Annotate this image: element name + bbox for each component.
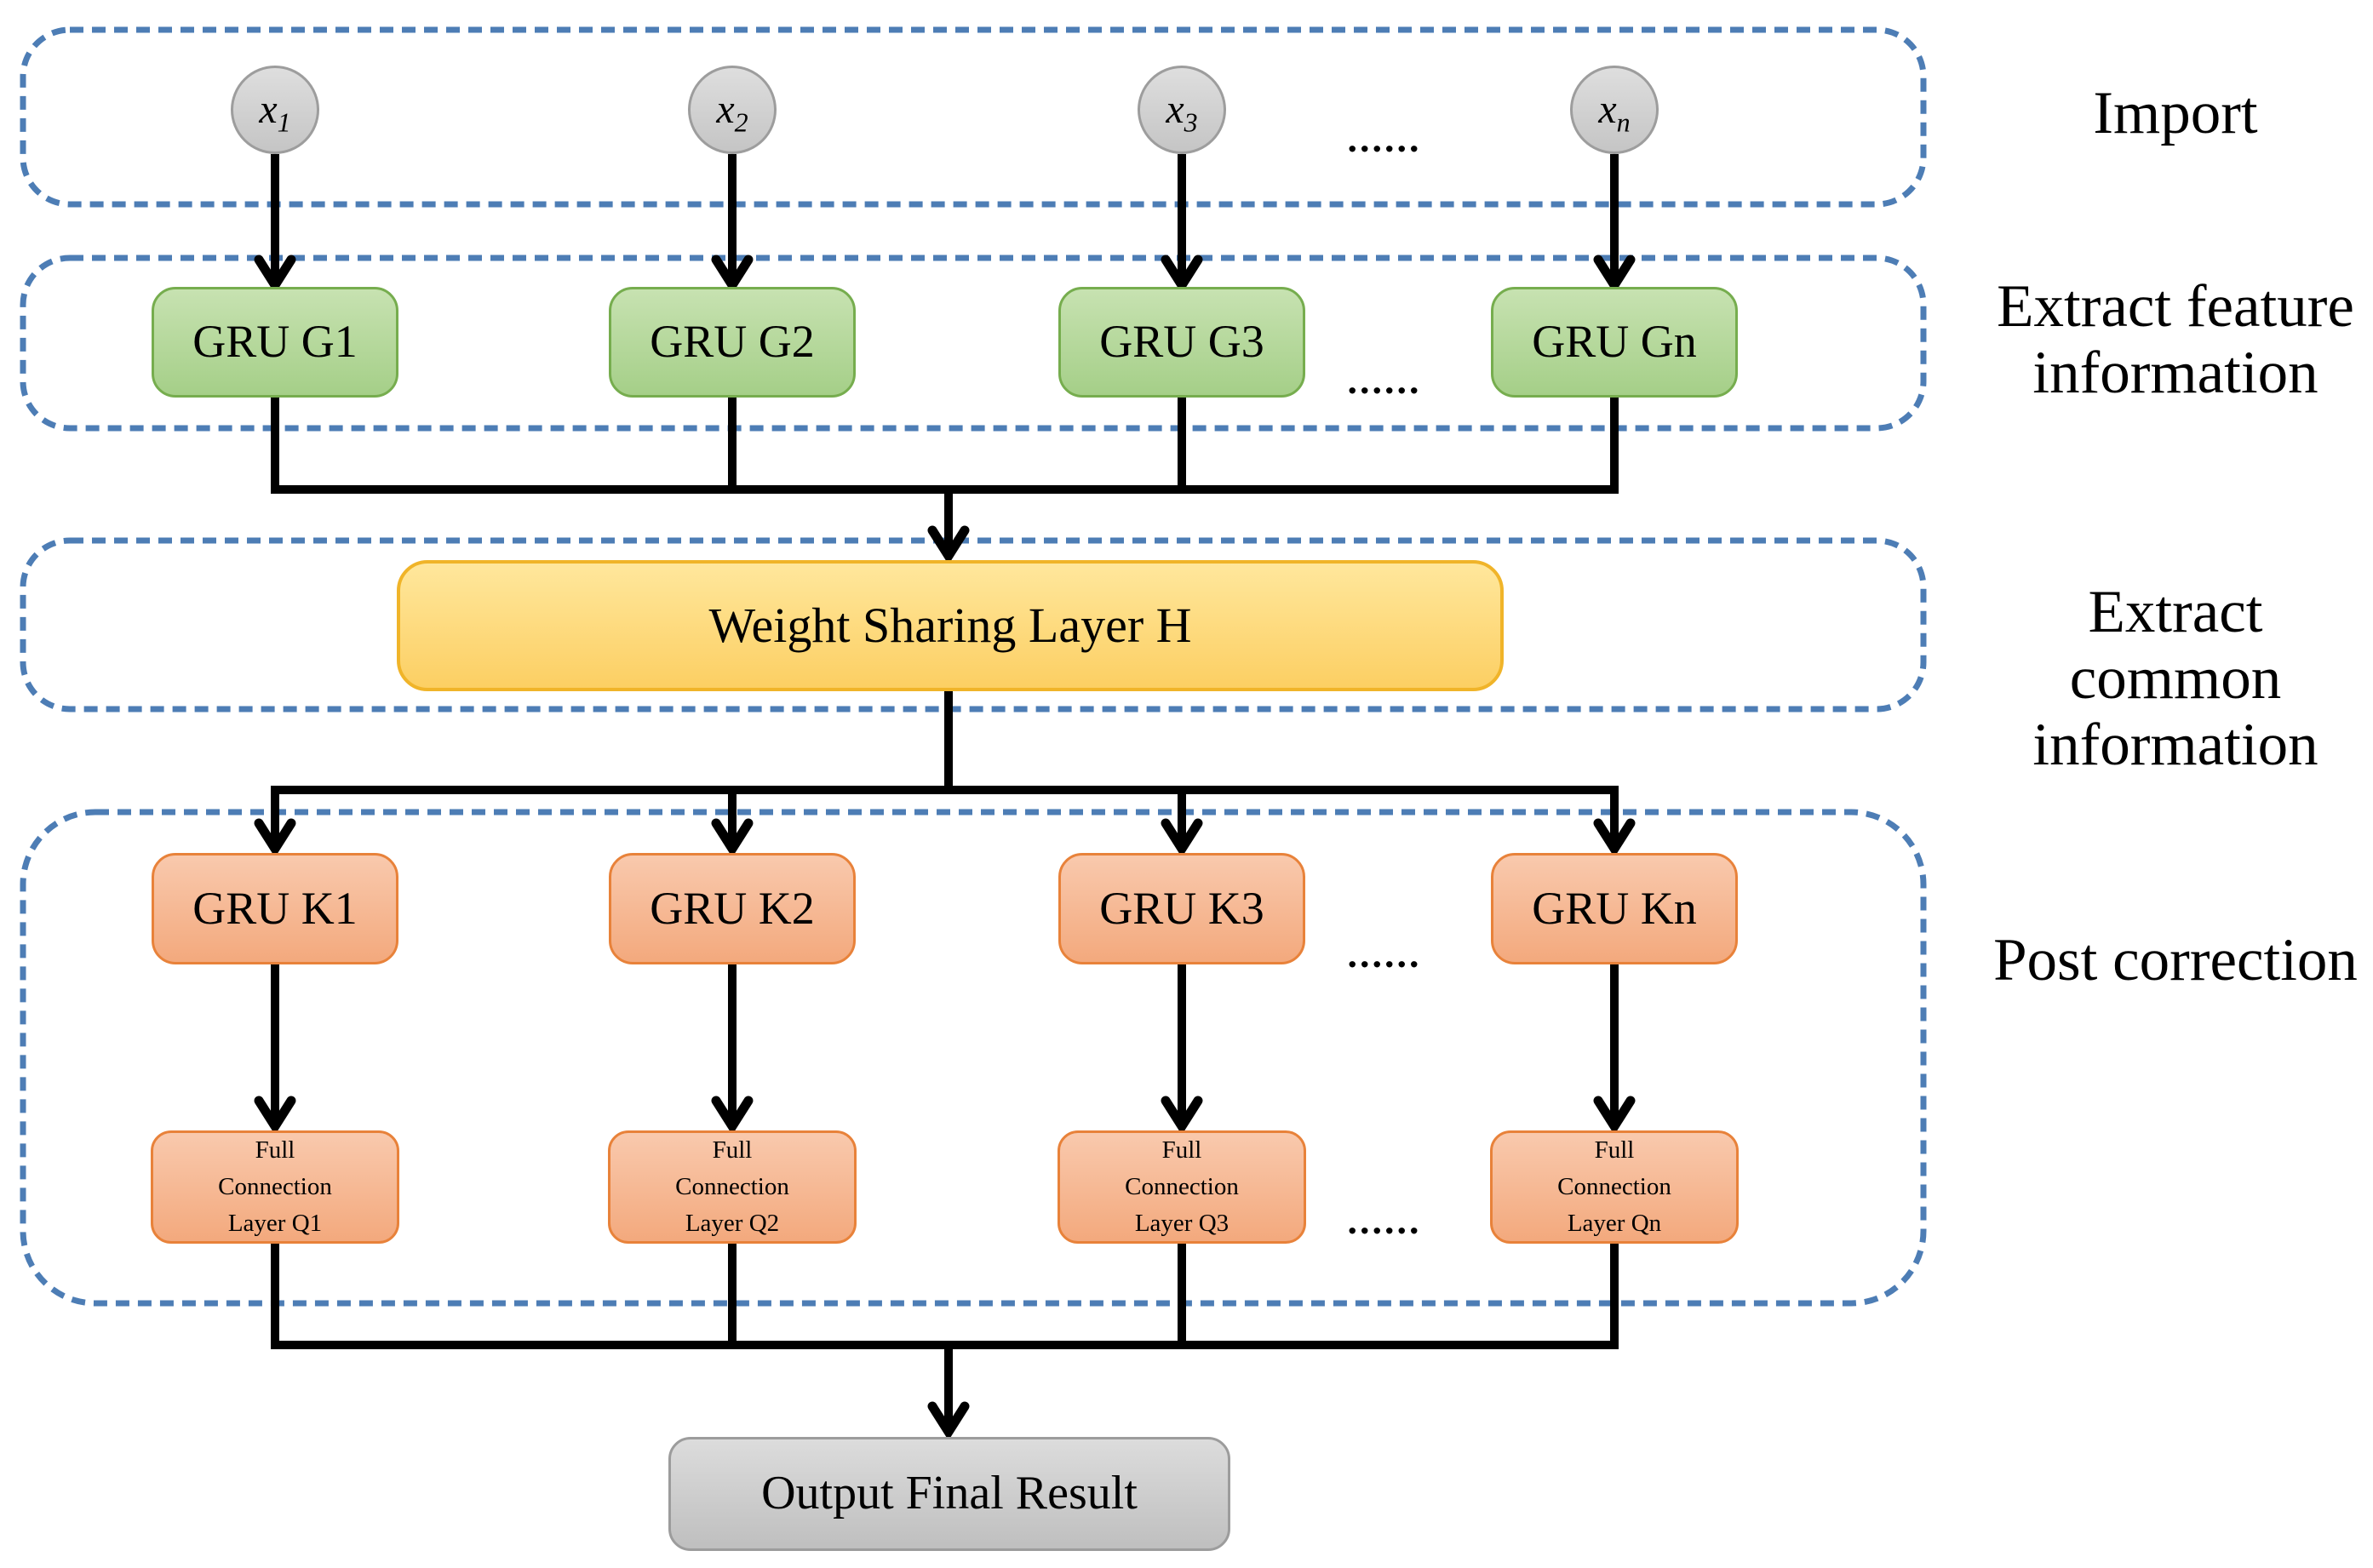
- input-node-x2: x2: [688, 66, 777, 154]
- region-label-line: information: [2032, 712, 2319, 778]
- input-label: xn: [1598, 86, 1631, 138]
- fc-line: Connection: [675, 1173, 789, 1200]
- input-node-x3: x3: [1138, 66, 1226, 154]
- region-label-line: information: [2032, 340, 2319, 406]
- gru-k1-node: GRU K1: [152, 853, 398, 964]
- region-frame-common: [20, 537, 1927, 712]
- fc-line: Full: [1594, 1136, 1635, 1164]
- gru-gn-node: GRU Gn: [1491, 287, 1738, 398]
- full-connection-qn-node: Full Connection Layer Qn: [1490, 1130, 1739, 1244]
- gru-kn-node: GRU Kn: [1491, 853, 1738, 964]
- fc-line: Layer Qn: [1567, 1210, 1662, 1237]
- gru-g3-node: GRU G3: [1058, 287, 1305, 398]
- gru-k3-node: GRU K3: [1058, 853, 1305, 964]
- connector-lines: [271, 154, 1619, 1432]
- ellipsis-gru-g-row: ......: [1347, 358, 1422, 402]
- gru-k2-node: GRU K2: [609, 853, 856, 964]
- region-label-line: Extract common: [2069, 579, 2282, 712]
- fc-line: Full: [712, 1136, 753, 1164]
- weight-sharing-layer-node: Weight Sharing Layer H: [397, 560, 1504, 691]
- fc-line: Layer Q1: [227, 1210, 323, 1237]
- input-node-xn: xn: [1570, 66, 1659, 154]
- input-label: x1: [259, 86, 291, 138]
- region-frame-post: [20, 809, 1927, 1307]
- region-label-post: Post correction: [1993, 927, 2358, 993]
- ellipsis-gru-k-row: ......: [1347, 932, 1422, 976]
- fc-line: Layer Q3: [1134, 1210, 1229, 1237]
- fc-line: Full: [1161, 1136, 1202, 1164]
- full-connection-q1-node: Full Connection Layer Q1: [151, 1130, 399, 1244]
- arrowheads: [254, 255, 1636, 1441]
- region-label-line: Extract feature: [1997, 273, 2354, 340]
- gru-g1-node: GRU G1: [152, 287, 398, 398]
- fc-line: Connection: [1125, 1173, 1239, 1200]
- ellipsis-fc-row: ......: [1347, 1199, 1422, 1242]
- fc-line: Connection: [1557, 1173, 1671, 1200]
- input-node-x1: x1: [231, 66, 319, 154]
- region-label-import: Import: [2093, 80, 2258, 146]
- region-label-feature: Extract feature information: [1980, 273, 2371, 406]
- fc-line: Full: [255, 1136, 295, 1164]
- region-label-common: Extract common information: [1980, 579, 2371, 778]
- input-label: x3: [1166, 86, 1198, 138]
- full-connection-q3-node: Full Connection Layer Q3: [1058, 1130, 1306, 1244]
- full-connection-q2-node: Full Connection Layer Q2: [608, 1130, 857, 1244]
- fc-line: Layer Q2: [685, 1210, 780, 1237]
- ellipsis-import-row: ......: [1347, 117, 1422, 160]
- input-label: x2: [716, 86, 748, 138]
- output-node: Output Final Result: [668, 1437, 1230, 1551]
- fc-line: Connection: [218, 1173, 332, 1200]
- gru-g2-node: GRU G2: [609, 287, 856, 398]
- region-frame-feature: [20, 255, 1927, 432]
